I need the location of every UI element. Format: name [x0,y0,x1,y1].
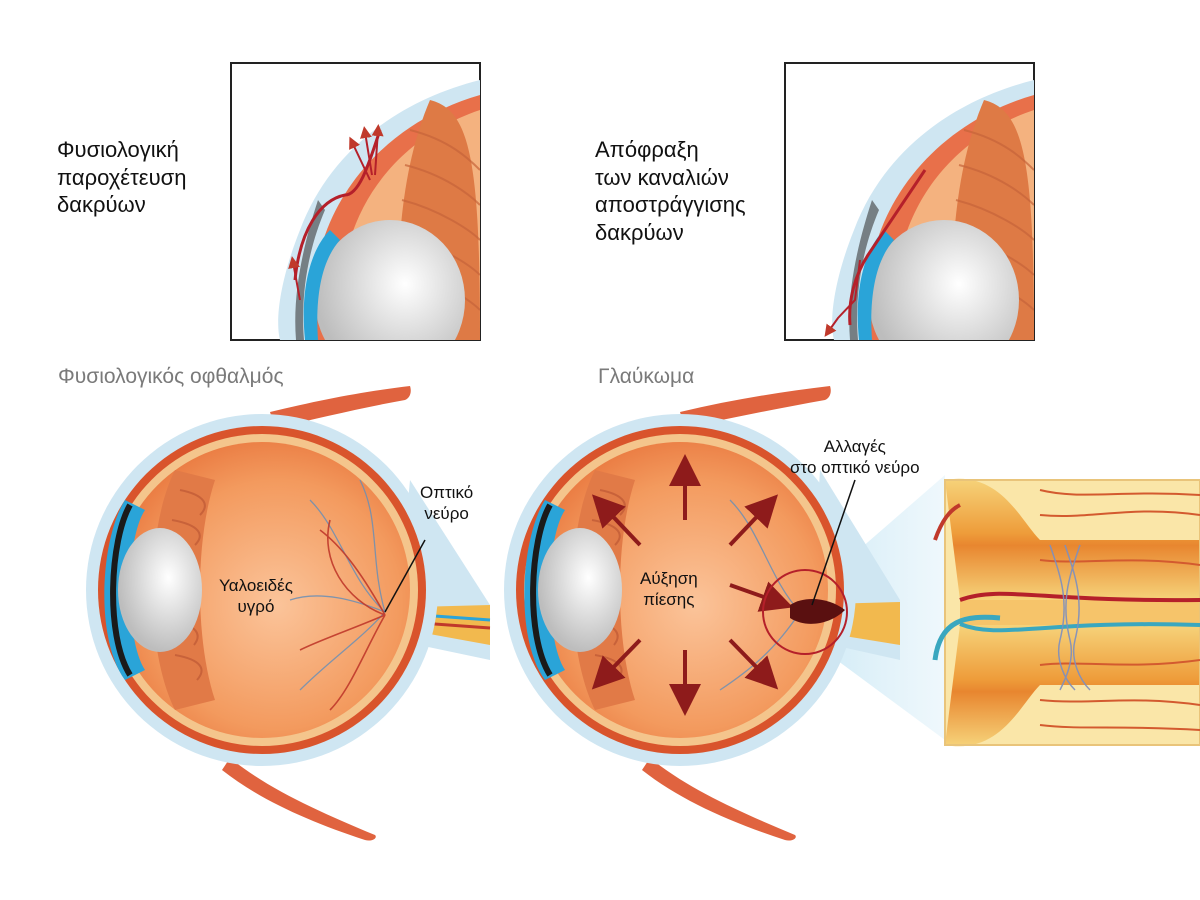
inset-normal-drainage [230,62,481,341]
inset-blocked-drainage [784,62,1035,341]
glaucoma-eye-illustration [504,386,945,841]
optic-nerve-changes-label: Αλλαγές στο οπτικό νεύρο [790,437,920,478]
normal-eye-illustration [86,386,491,841]
normal-eye-title: Φυσιολογικός οφθαλμός [58,365,284,388]
blocked-drainage-caption: Απόφραξη των καναλιών αποστράγγισης δακρ… [595,137,746,245]
magnified-optic-nerve [932,478,1200,747]
pressure-increase-label: Αύξηση πίεσης [640,569,698,610]
glaucoma-title: Γλαύκωμα [598,365,695,388]
vitreous-humor-label: Υαλοειδές υγρό [219,576,293,617]
normal-drainage-caption: Φυσιολογική παροχέτευση δακρύων [57,137,187,217]
optic-nerve-label: Οπτικό νεύρο [420,483,474,524]
